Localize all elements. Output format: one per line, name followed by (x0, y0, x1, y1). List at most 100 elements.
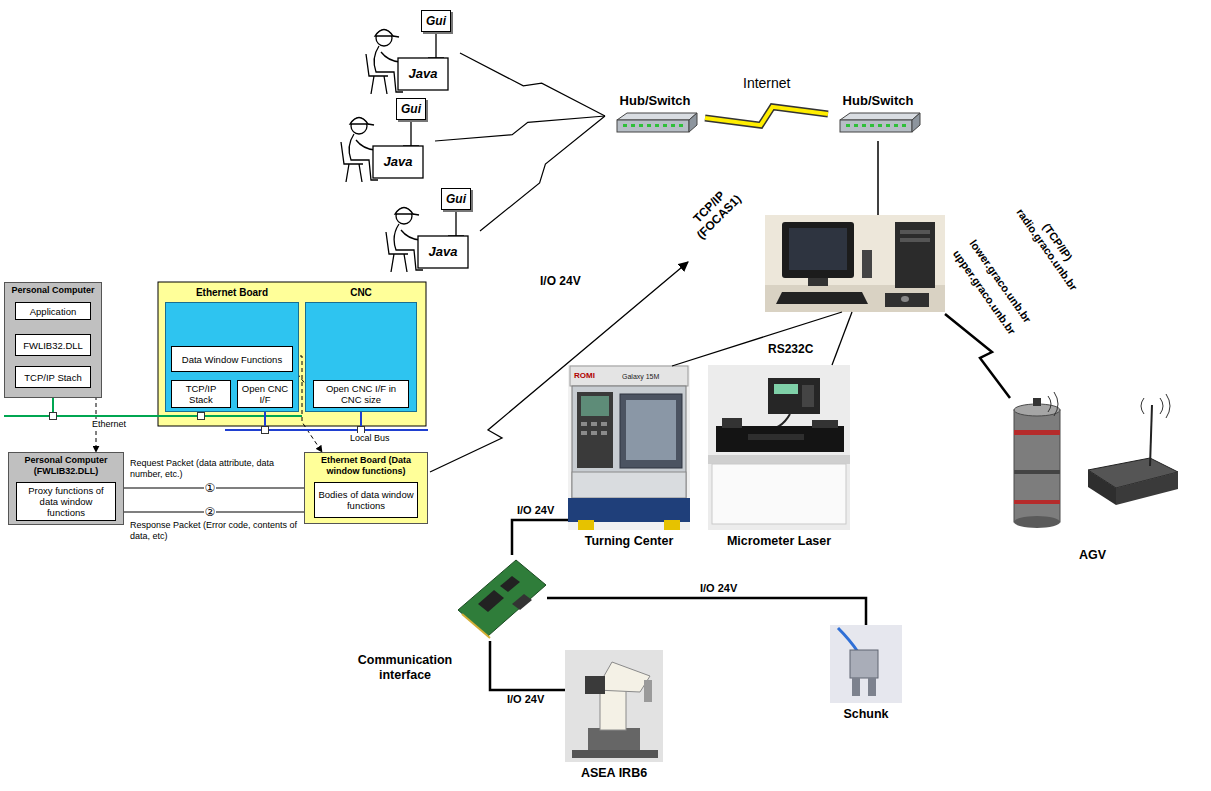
box-text: FWLIB32.DLL (23, 340, 83, 351)
robot-photo: ASEA IRB6 (565, 650, 663, 762)
connector-line (480, 116, 605, 231)
interface-board-photo (462, 614, 490, 638)
user-figure (386, 208, 468, 273)
heading-text: Hub/Switch (828, 93, 928, 109)
link-line (877, 141, 879, 215)
protocol-label: TCP/IP (FOCAS1) (681, 179, 747, 245)
board-box: Ethernet BoardData Window FunctionsTCP/I… (165, 302, 299, 412)
edge-label: I/O 24V (517, 504, 554, 517)
turning-center-photo (572, 386, 686, 498)
computer-photo (901, 296, 909, 302)
signal-label: I/O 24V (540, 274, 581, 288)
agv-photo (1141, 394, 1170, 418)
micrometer-laser-photo (774, 384, 798, 394)
model-label: Galaxy 15M (622, 372, 659, 381)
link-line (430, 262, 688, 472)
instrument-photo: Micrometer Laser (708, 365, 850, 530)
box-text: Bodies of data window functions (318, 489, 414, 511)
turning-center-photo (568, 365, 690, 530)
heading-text: Ethernet Board (166, 286, 298, 299)
connector (460, 53, 605, 116)
photo-caption: Schunk (766, 707, 966, 722)
link-line (832, 312, 852, 365)
board-box: CNCOpen CNC I/F in CNC size (305, 302, 417, 412)
network-switch: Hub/Switch (605, 92, 705, 140)
turning-center-photo (568, 365, 690, 530)
protocol-label: RS232C (768, 342, 813, 356)
turning-center-photo (581, 431, 587, 435)
turning-center-photo (620, 394, 682, 468)
micrometer-laser-photo (708, 455, 850, 464)
connector-line (460, 53, 605, 116)
software-layer: TCP/IP Stach (15, 366, 91, 388)
board-background (158, 282, 426, 426)
user-figure (366, 30, 448, 95)
computer-photo (808, 278, 828, 286)
box-text: Application (30, 306, 76, 317)
edge-label: I/O 24V (700, 582, 737, 595)
turning-center-photo (578, 520, 594, 530)
photo-caption: ASEA IRB6 (514, 766, 714, 781)
heading-text: Gui (421, 10, 451, 32)
computer-photo (885, 293, 929, 307)
computer-photo (862, 250, 872, 278)
edge-label: Local Bus (350, 433, 390, 444)
interface-board-photo (512, 594, 532, 610)
turning-center-photo (581, 422, 607, 435)
user-workstation: GuiJava (335, 96, 435, 186)
link-line (430, 141, 1010, 472)
connector-line (490, 641, 565, 690)
box-text: Proxy functions of data window functions (20, 485, 112, 518)
micrometer-laser-photo (716, 426, 844, 452)
agv-photo (1014, 430, 1060, 435)
gripper-photo (838, 628, 858, 652)
photo-caption: Turning Center (529, 534, 729, 549)
user-workstation: GuiJava (360, 8, 460, 98)
computer-photo (765, 215, 945, 312)
connector (512, 520, 568, 555)
heading-text: Gui (441, 188, 471, 210)
heading-text: Java (418, 244, 468, 259)
box-text: Open CNC I/F (241, 383, 289, 405)
edge-label: Internet (743, 75, 790, 92)
turning-center-photo (626, 400, 676, 460)
micrometer-laser-photo (708, 365, 850, 530)
function-box: Data Window Functions (171, 346, 293, 372)
box-text: TCP/IP Stach (24, 372, 81, 383)
photo-caption: Communication interface (355, 653, 455, 683)
heading-text: Hub/Switch (605, 93, 705, 109)
connector-line (547, 598, 866, 625)
interface-board-photo (500, 576, 520, 592)
turning-center-photo (568, 498, 690, 522)
interface-board-photo (458, 560, 546, 636)
function-box: Proxy functions of data window functions (16, 482, 116, 521)
computer-photo (765, 285, 945, 312)
box-text: TCP/IP Stack (175, 383, 227, 405)
heading-text: Java (398, 66, 448, 81)
connector (547, 598, 866, 625)
photo-caption: Micrometer Laser (679, 534, 879, 549)
user-figure (341, 118, 423, 183)
computer-photo (895, 222, 935, 288)
hub-icon (840, 113, 920, 132)
micrometer-laser-photo (708, 365, 850, 530)
photo-caption: AGV (993, 548, 1193, 563)
vehicle-photo: AGV (1005, 392, 1180, 544)
connector (705, 107, 828, 125)
robot-photo (588, 728, 640, 750)
board-box: Ethernet Board (Data window functions)Bo… (304, 452, 428, 524)
gripper-photo (830, 625, 902, 703)
agv-photo (1048, 392, 1058, 416)
agv-photo (1033, 398, 1041, 406)
micrometer-laser-photo (802, 385, 814, 407)
box-text: Open CNC I/F in CNC size (317, 383, 405, 405)
agv-photo (1088, 470, 1116, 505)
micrometer-laser-photo (768, 378, 820, 414)
interface-board-photo (458, 560, 546, 638)
bus-connector (50, 413, 57, 420)
turning-center-photo (577, 392, 613, 468)
turning-center-photo (581, 396, 609, 416)
robot-photo (585, 676, 605, 694)
connector (490, 641, 565, 690)
brand-label: ROMI (574, 371, 595, 381)
